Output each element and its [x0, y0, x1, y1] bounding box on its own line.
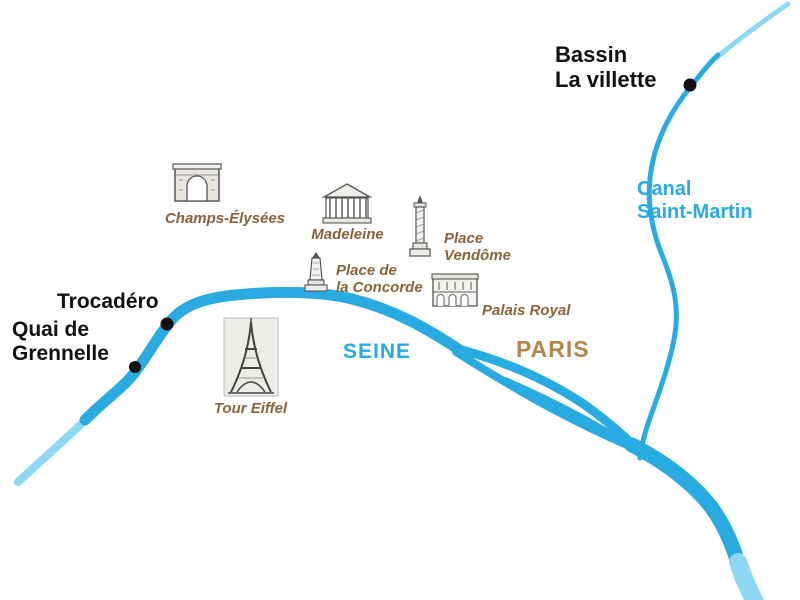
- palais-royal-label: Palais Royal: [482, 302, 571, 319]
- canal-tail-north: [713, 1, 791, 61]
- seine-tail-southeast: [729, 553, 765, 600]
- palais-royal-illustration: [430, 270, 480, 315]
- bassin-la-villette-marker: [683, 78, 697, 92]
- concorde-obelisk-illustration: [298, 250, 334, 299]
- seine-tail-southwest: [14, 414, 92, 486]
- seine-lower-course: [624, 437, 750, 586]
- bassin-la-villette-label: Bassin La villette: [555, 42, 657, 93]
- canal-saint-martin: [637, 52, 721, 461]
- seine-branch-lower: [452, 348, 638, 452]
- tour-eiffel-label: Tour Eiffel: [213, 400, 288, 417]
- seine-branch-upper: [453, 344, 637, 449]
- trocadero-marker: [160, 317, 174, 331]
- seine-label: SEINE: [343, 340, 412, 363]
- vendome-column-illustration: [402, 193, 438, 264]
- champs-elysees-label: Champs-Élysées: [164, 210, 286, 227]
- seine-island-channel: [502, 377, 618, 439]
- place-de-la-concorde-label: Place de la Concorde: [336, 262, 423, 297]
- arc-de-triomphe-illustration: [170, 160, 224, 211]
- madeleine-label: Madeleine: [311, 226, 384, 243]
- place-vendome-label: Place Vendôme: [444, 230, 511, 265]
- paris-label: PARIS: [516, 336, 590, 362]
- quai-de-grennelle-marker: [129, 361, 141, 373]
- trocadero-label: Trocadéro: [57, 290, 159, 313]
- eiffel-tower-illustration: [222, 316, 280, 403]
- madeleine-illustration: [320, 180, 374, 231]
- quai-de-grennelle-label: Quai de Grennelle: [12, 318, 109, 366]
- canal-saint-martin-label: Canal Saint-Martin: [637, 178, 753, 223]
